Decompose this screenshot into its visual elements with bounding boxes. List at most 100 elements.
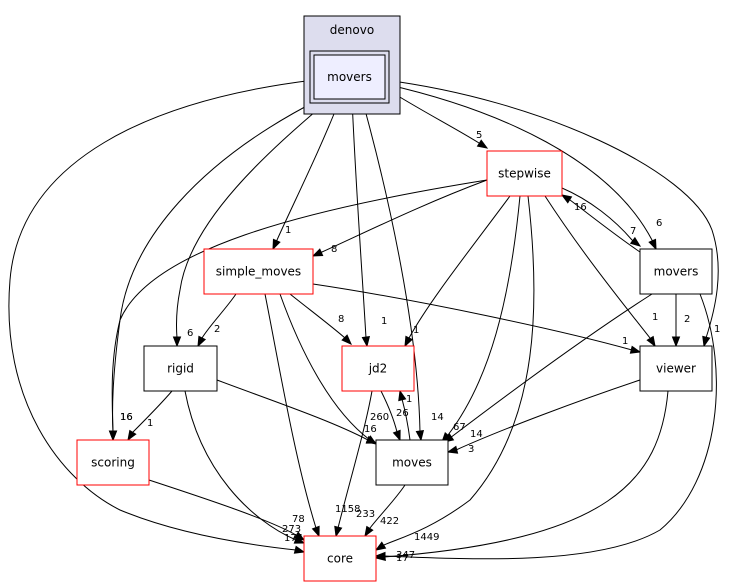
edge-arrowhead [476, 139, 489, 149]
edge-movers_denovo-to-jd2[interactable] [351, 98, 371, 348]
edge-label-e13[interactable]: 1 [413, 325, 419, 336]
edge-label-e22[interactable]: 1158 [335, 504, 360, 515]
edge-movers_denovo-to-rigid[interactable] [172, 98, 331, 348]
edge-label-e9[interactable]: 174 [284, 533, 303, 544]
edge-simple_moves-to-viewer[interactable] [312, 283, 642, 354]
edge-label-e10[interactable]: 8 [331, 244, 337, 255]
edge-label-e19[interactable]: 8 [338, 314, 344, 325]
edge-label-e4[interactable]: 1 [285, 225, 291, 236]
edge-label-e12[interactable]: 16 [574, 202, 587, 213]
edge-movers_denovo-to-moves[interactable] [361, 98, 425, 442]
node-scoring[interactable]: scoring [76, 439, 150, 486]
edge-arrowhead [404, 335, 414, 348]
edge-stepwise-to-moves[interactable] [441, 195, 521, 444]
edge-line [264, 293, 320, 537]
node-box [639, 248, 713, 295]
node-movers-r[interactable]: movers [639, 248, 713, 295]
edge-movers_denovo-to-core[interactable] [8, 79, 315, 554]
edge-label-e16[interactable]: 16 [120, 412, 133, 423]
edge-arrowhead [446, 445, 459, 454]
node-stepwise[interactable]: stepwise [486, 150, 563, 197]
edge-label-e8[interactable]: 16 [120, 412, 133, 423]
edge-label-e24[interactable]: 14 [470, 429, 483, 440]
edge-moves-to-jd2[interactable] [398, 389, 411, 441]
edge-label-e15[interactable]: 67 [453, 422, 466, 433]
edge-line [8, 79, 315, 553]
edge-movers_r-to-viewer[interactable] [671, 294, 681, 348]
edge-line [376, 293, 717, 560]
edge-simple_moves-to-core[interactable] [264, 293, 320, 538]
edge-arrowhead [364, 525, 374, 538]
edge-label-e20[interactable]: 1 [622, 336, 628, 347]
edge-label-e14[interactable]: 1 [652, 312, 658, 323]
edge-viewer-to-moves[interactable] [446, 379, 641, 454]
edge-line [384, 79, 719, 347]
edge-jd2-to-core[interactable] [334, 390, 373, 538]
edge-rigid-to-core[interactable] [184, 390, 306, 544]
node-movers-denovo[interactable]: movers [309, 50, 390, 104]
edge-stepwise-to-core[interactable] [374, 195, 535, 551]
edge-label-e27[interactable]: 16 [364, 424, 377, 435]
edge-label-e32[interactable]: 422 [380, 516, 399, 527]
edge-simple_moves-to-rigid[interactable] [197, 293, 237, 348]
edge-label-e31[interactable]: 1 [406, 394, 412, 405]
edge-arrowhead [127, 429, 137, 442]
node-core[interactable]: core [303, 535, 377, 582]
edge-arrowhead [293, 545, 306, 554]
edge-rigid-to-scoring[interactable] [127, 390, 173, 442]
node-label: movers [654, 265, 699, 279]
edge-label-e30[interactable]: 233 [356, 509, 375, 520]
edge-stepwise-to-simple_moves[interactable] [311, 179, 488, 257]
edge-arrowhead [341, 334, 352, 345]
node-moves[interactable]: moves [375, 439, 449, 486]
edge-label-e26[interactable]: 1 [147, 418, 153, 429]
edge-stepwise-to-movers_r[interactable] [561, 187, 642, 247]
edge-label-e6[interactable]: 1 [381, 316, 387, 327]
edge-movers_denovo-to-movers_r[interactable] [384, 83, 657, 251]
edge-scoring-to-core[interactable] [148, 479, 306, 541]
edge-label-e29[interactable]: 26 [396, 408, 409, 419]
edge-line [561, 187, 641, 247]
edge-arrowhead [311, 525, 320, 538]
node-viewer[interactable]: viewer [639, 345, 713, 392]
node-box [486, 150, 563, 197]
node-simple-moves[interactable]: simple_moves [203, 248, 314, 295]
edge-moves-to-core[interactable] [364, 484, 406, 538]
edge-label-e21[interactable]: 260 [370, 412, 389, 423]
node-rigid[interactable]: rigid [143, 345, 218, 392]
edge-viewer-to-core[interactable] [374, 390, 669, 562]
edge-label-e17[interactable]: 1449 [414, 532, 439, 543]
edge-line [375, 195, 535, 551]
node-label: moves [392, 456, 432, 470]
edge-label-e11[interactable]: 7 [630, 226, 636, 237]
edge-movers_denovo-to-simple_moves[interactable] [272, 98, 341, 251]
node-jd2[interactable]: jd2 [341, 345, 415, 392]
edge-jd2-to-moves[interactable] [380, 390, 401, 442]
edge-arrowhead [334, 525, 343, 538]
edge-label-e34[interactable]: 17 [396, 553, 409, 564]
edge-labels-layer: 5611611416174871611671614492812601158214… [120, 130, 720, 564]
edge-label-e3[interactable]: 1 [714, 324, 720, 335]
edge-label-e28[interactable]: 78 [292, 514, 305, 525]
edge-simple_moves-to-jd2[interactable] [289, 293, 352, 345]
edge-movers_r-to-moves[interactable] [442, 293, 653, 443]
edge-movers_r-to-stepwise[interactable] [560, 194, 641, 253]
edge-label-e23[interactable]: 2 [684, 314, 690, 325]
edge-label-e5[interactable]: 6 [187, 328, 193, 339]
edge-label-e7[interactable]: 14 [431, 412, 444, 423]
edge-movers_denovo-to-viewer[interactable] [384, 79, 719, 348]
edge-label-e1[interactable]: 5 [476, 130, 482, 141]
edge-arrowhead [392, 429, 401, 442]
edge-arrowhead [646, 335, 656, 348]
edge-label-e2[interactable]: 6 [656, 218, 662, 229]
edge-stepwise-to-viewer[interactable] [544, 195, 656, 348]
node-label: scoring [91, 456, 135, 470]
edge-label-e25[interactable]: 347 [396, 550, 415, 561]
edge-stepwise-to-scoring[interactable] [108, 179, 488, 442]
edge-label-e18[interactable]: 2 [214, 324, 220, 335]
edge-label-e35[interactable]: 273 [282, 524, 301, 535]
edge-label-e33[interactable]: 3 [468, 444, 474, 455]
node-label: viewer [656, 362, 696, 376]
edge-movers_r-to-core[interactable] [374, 293, 717, 561]
edge-stepwise-to-jd2[interactable] [404, 195, 511, 348]
